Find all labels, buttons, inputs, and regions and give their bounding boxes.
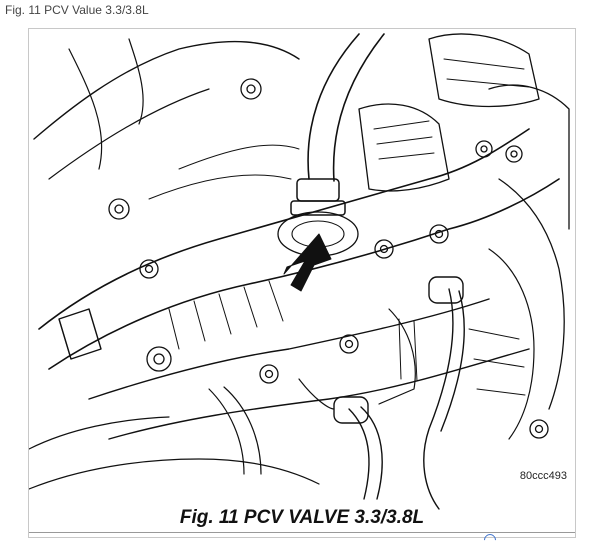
part-code-label: 80ccc493	[519, 470, 567, 482]
figure-frame: 80ccc493 Fig. 11 PCV VALVE 3.3/3.8L	[28, 28, 576, 538]
bottom-divider	[29, 532, 575, 533]
figure-heading: Fig. 11 PCV Value 3.3/3.8L	[5, 3, 149, 17]
engine-line-drawing	[29, 33, 570, 510]
figure-caption: Fig. 11 PCV VALVE 3.3/3.8L	[179, 507, 425, 528]
